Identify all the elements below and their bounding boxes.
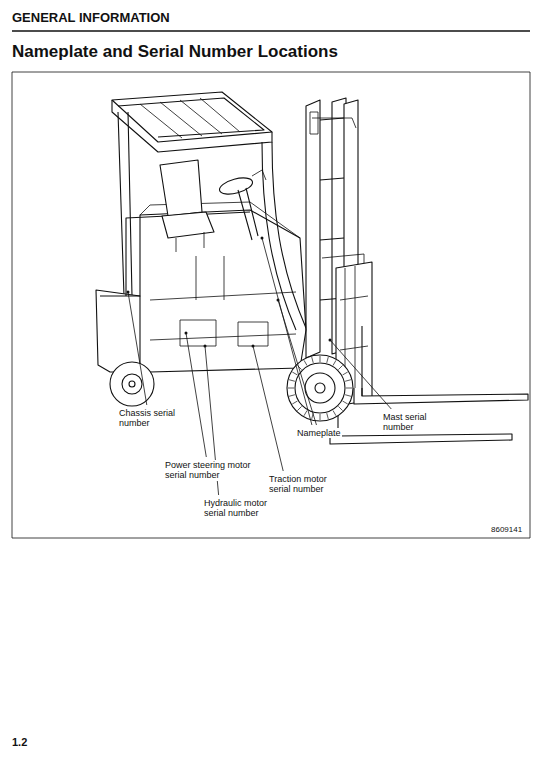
tread-mark	[292, 372, 297, 375]
tread-mark	[327, 413, 329, 419]
tread-mark	[327, 357, 329, 363]
tread-mark	[297, 406, 301, 410]
leader-line	[278, 300, 316, 425]
front-wheel	[287, 355, 353, 421]
tread-mark	[288, 388, 294, 389]
leader-tip	[261, 237, 264, 240]
operator-seat	[160, 160, 214, 252]
tread-mark	[292, 401, 297, 404]
tread-mark	[343, 401, 348, 404]
fork-carriage	[330, 262, 528, 444]
leader-line	[186, 333, 206, 457]
leader-line	[262, 238, 312, 425]
leader-tip	[185, 332, 188, 335]
page-title: Nameplate and Serial Number Locations	[12, 42, 338, 62]
truck-body	[96, 202, 306, 372]
tread-mark	[338, 406, 342, 410]
page-number: 1.2	[12, 736, 27, 749]
leader-line	[128, 292, 147, 405]
motor-housing	[180, 320, 216, 346]
section-header: GENERAL INFORMATION	[12, 11, 170, 26]
figure-number: 8609141	[490, 525, 523, 534]
leader-tip	[204, 345, 207, 348]
tread-mark	[289, 395, 295, 397]
tread-mark	[345, 395, 351, 397]
leader-tip	[329, 339, 332, 342]
callout-label: Traction motor serial number	[268, 474, 344, 495]
tread-mark	[320, 414, 321, 420]
tread-mark	[304, 360, 307, 365]
tread-mark	[312, 357, 314, 363]
callout-label: Chassis serial number	[118, 408, 182, 429]
tread-mark	[333, 411, 336, 416]
tread-mark	[304, 411, 307, 416]
leader-line	[330, 340, 391, 409]
tread-mark	[289, 380, 295, 382]
rear-wheel	[110, 362, 154, 406]
figure-frame	[12, 72, 530, 538]
tread-mark	[320, 356, 321, 362]
tread-mark	[346, 388, 352, 389]
steering-column	[218, 170, 266, 240]
motor-housing	[238, 322, 268, 346]
leader-tip	[277, 299, 280, 302]
tread-mark	[333, 360, 336, 365]
tread-mark	[338, 365, 342, 369]
header-rule	[12, 30, 530, 32]
callout-label: Mast serial number	[382, 412, 444, 433]
tread-mark	[345, 380, 351, 382]
callout-label: Hydraulic motor serial number	[203, 498, 281, 519]
callout-label: Power steering motor serial number	[164, 460, 258, 481]
callout-label: Nameplate	[296, 428, 342, 438]
tread-mark	[343, 372, 348, 375]
leader-tip	[252, 345, 255, 348]
leader-line	[253, 346, 283, 471]
leader-tip	[127, 291, 130, 294]
